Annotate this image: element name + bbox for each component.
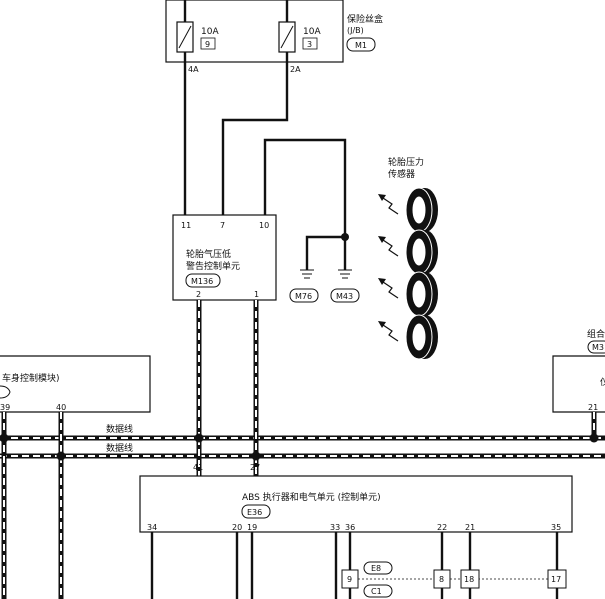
- sensor-label-line2: 传感器: [388, 168, 415, 180]
- tire-sensor-icon: [378, 314, 438, 360]
- sensor-label-line1: 轮胎压力: [388, 156, 424, 168]
- tpms-pin-2: 2: [196, 290, 201, 299]
- tire-sensor-icon: [378, 187, 438, 233]
- abs-output-wires: [150, 532, 559, 599]
- tpms-pin-10: 10: [259, 221, 269, 230]
- right-module-fragment: 仪: [600, 377, 605, 388]
- body-control-module: 车身控制模块) 39 40: [0, 355, 151, 413]
- bcm-pin-40: 40: [56, 403, 66, 412]
- abs-pin-41: 41: [193, 463, 203, 472]
- data-splice-dot: [56, 451, 66, 461]
- joint-pin-18: 18: [464, 575, 474, 584]
- joint-connectors: E8 C1 9 8 18 17: [341, 561, 567, 598]
- abs-pin-34: 34: [147, 523, 157, 532]
- right-module-pin-21: 21: [588, 403, 598, 412]
- abs-pin-21: 21: [465, 523, 475, 532]
- fuse-box-subtitle: (J/B): [347, 26, 364, 35]
- tpms-pin-1: 1: [254, 290, 259, 299]
- tpms-label-line2: 警告控制单元: [186, 260, 240, 272]
- joint-pin-8: 8: [439, 575, 444, 584]
- abs-actuator-unit: 41 27 ABS 执行器和电气单元 (控制单元) E36 34 20 19 33 36…: [139, 463, 573, 533]
- abs-pin-27: 27: [250, 463, 260, 472]
- abs-pin-19: 19: [247, 523, 257, 532]
- tpms-pin-7: 7: [220, 221, 225, 230]
- fuse-9-num: 9: [205, 40, 210, 49]
- fuse-3-amp: 10A: [303, 27, 321, 37]
- tpms-pin-11: 11: [181, 221, 191, 230]
- tpms-label-line1: 轮胎气压低: [186, 248, 231, 260]
- abs-label: ABS 执行器和电气单元 (控制单元): [242, 491, 381, 503]
- power-wires: [183, 62, 347, 270]
- data-line-label-bottom: 数据线: [106, 442, 133, 454]
- bcm-pin-39: 39: [0, 403, 10, 412]
- fuse-3: 10A 3: [278, 0, 321, 62]
- fuse-pin-2a: 2A: [290, 65, 301, 74]
- tpms-connector: M136: [191, 277, 213, 286]
- bcm-label: 车身控制模块): [2, 372, 60, 384]
- abs-connector: E36: [247, 508, 262, 517]
- fuse-box-title: 保险丝盒: [347, 13, 383, 25]
- joint-label-c1: C1: [371, 587, 382, 596]
- right-module-connector: M3: [592, 343, 604, 352]
- abs-pin-20: 20: [232, 523, 242, 532]
- tpms-control-unit: 11 7 10 轮胎气压低 警告控制单元 M136 2 1: [172, 214, 277, 301]
- fuse-box-connector: M1: [355, 41, 367, 50]
- ground-m76: M76: [289, 269, 319, 303]
- ground-m43: M43: [330, 269, 360, 303]
- fuse-pin-4a: 4A: [188, 65, 199, 74]
- data-splice-dot: [194, 433, 204, 443]
- abs-pin-35: 35: [551, 523, 561, 532]
- data-line-wires: [0, 300, 605, 599]
- joint-pin-17: 17: [551, 575, 561, 584]
- data-splice-dot: [589, 433, 599, 443]
- joint-pin-9: 9: [347, 575, 352, 584]
- right-module-label: 组合: [587, 328, 605, 340]
- joint-label-e8: E8: [371, 564, 381, 573]
- abs-pin-33: 33: [330, 523, 340, 532]
- splice-dot: [341, 233, 349, 241]
- fuse-box: 10A 9 10A 3 保险丝盒 (J/B) M1 4A 2A: [165, 0, 383, 74]
- ground-m76-label: M76: [295, 292, 312, 301]
- abs-pin-22: 22: [437, 523, 447, 532]
- tire-sensor-icon: [378, 229, 438, 275]
- fuse-3-num: 3: [307, 40, 312, 49]
- data-splice-dot: [251, 451, 261, 461]
- data-splice-dot: [0, 433, 9, 443]
- fuse-9-amp: 10A: [201, 27, 219, 37]
- data-line-label-top: 数据线: [106, 423, 133, 435]
- abs-pin-36: 36: [345, 523, 355, 532]
- combination-meter-module: 组合 M3 仪 21: [552, 328, 605, 413]
- tire-sensor-icon: [378, 271, 438, 317]
- fuse-9: 10A 9: [176, 0, 219, 62]
- tire-pressure-sensor: 轮胎压力 传感器: [378, 156, 438, 360]
- ground-m43-label: M43: [336, 292, 353, 301]
